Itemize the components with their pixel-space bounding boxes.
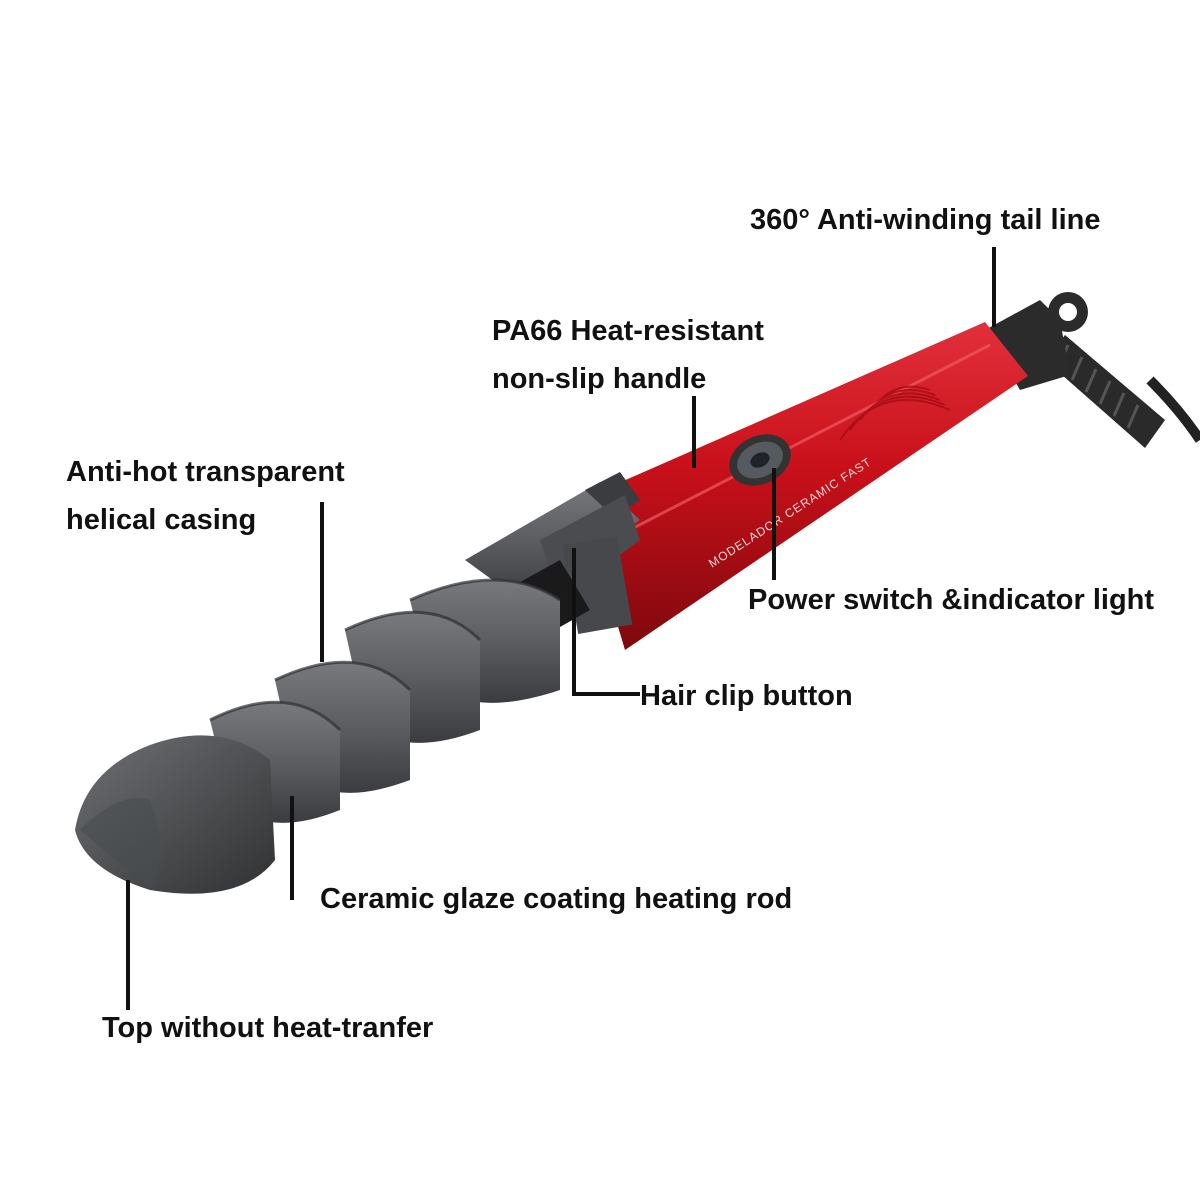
leader-hair-clip-vertical xyxy=(572,548,576,696)
label-handle-line1: PA66 Heat-resistant xyxy=(492,315,764,347)
leader-casing xyxy=(320,502,324,662)
power-cord xyxy=(1146,376,1200,443)
leader-top xyxy=(126,880,130,1010)
label-casing-line2: helical casing xyxy=(66,504,257,536)
label-hair-clip: Hair clip button xyxy=(640,680,853,712)
helical-casing xyxy=(209,578,561,823)
label-power-switch: Power switch &indicator light xyxy=(748,584,1155,616)
label-top: Top without heat-tranfer xyxy=(102,1012,434,1044)
leader-handle xyxy=(692,396,696,468)
label-casing-line1: Anti-hot transparent xyxy=(66,456,345,488)
leader-heating-rod xyxy=(290,796,294,900)
leader-power-switch xyxy=(772,468,776,580)
label-handle-line2: non-slip handle xyxy=(492,363,707,395)
tip-cap xyxy=(75,735,275,894)
leader-hair-clip-horizontal xyxy=(572,692,640,696)
label-tail-line: 360° Anti-winding tail line xyxy=(750,204,1101,236)
leader-tail-line xyxy=(992,247,996,327)
swivel-tail xyxy=(985,292,1088,390)
cord-strain-relief xyxy=(1045,335,1165,448)
label-heating-rod: Ceramic glaze coating heating rod xyxy=(320,883,793,915)
